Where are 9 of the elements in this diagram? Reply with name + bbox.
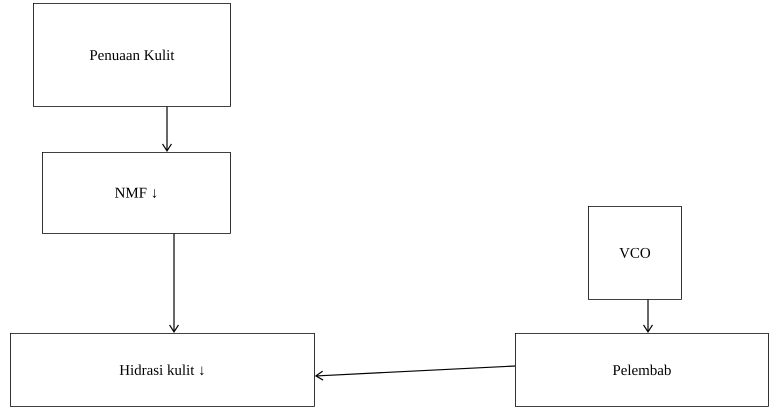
process-box: Pelembab (515, 333, 769, 407)
process-box: NMF ↓ (42, 152, 231, 234)
arrow (314, 365, 516, 381)
arrow (162, 106, 172, 152)
process-box: Hidrasi kulit ↓ (10, 333, 315, 407)
process-box: VCO (588, 206, 682, 300)
process-box: Penuaan Kulit (33, 3, 231, 107)
arrow (643, 300, 653, 333)
arrow (169, 234, 179, 333)
